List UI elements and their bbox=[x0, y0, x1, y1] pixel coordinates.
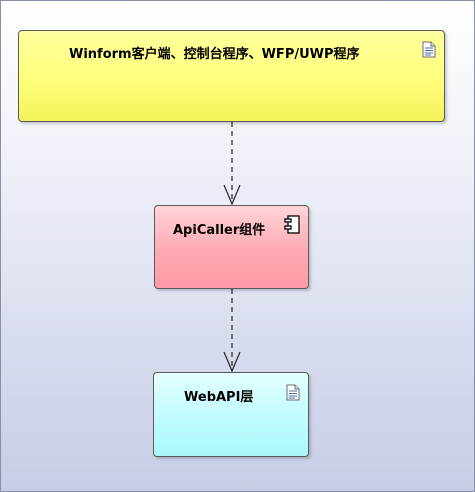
node-apicaller-label: ApiCaller组件 bbox=[173, 223, 266, 238]
node-client[interactable]: Winform客户端、控制台程序、WFP/UWP程序 bbox=[18, 30, 445, 122]
node-apicaller[interactable]: ApiCaller组件 bbox=[154, 205, 309, 289]
component-icon bbox=[284, 215, 300, 234]
node-client-label: Winform客户端、控制台程序、WFP/UWP程序 bbox=[69, 47, 360, 62]
node-webapi-label: WebAPI层 bbox=[184, 390, 254, 405]
node-webapi[interactable]: WebAPI层 bbox=[153, 372, 309, 457]
edge-apicaller-to-webapi[interactable] bbox=[223, 289, 241, 373]
document-icon bbox=[286, 384, 300, 401]
edge-client-to-apicaller[interactable] bbox=[223, 122, 241, 206]
document-icon bbox=[422, 41, 436, 58]
